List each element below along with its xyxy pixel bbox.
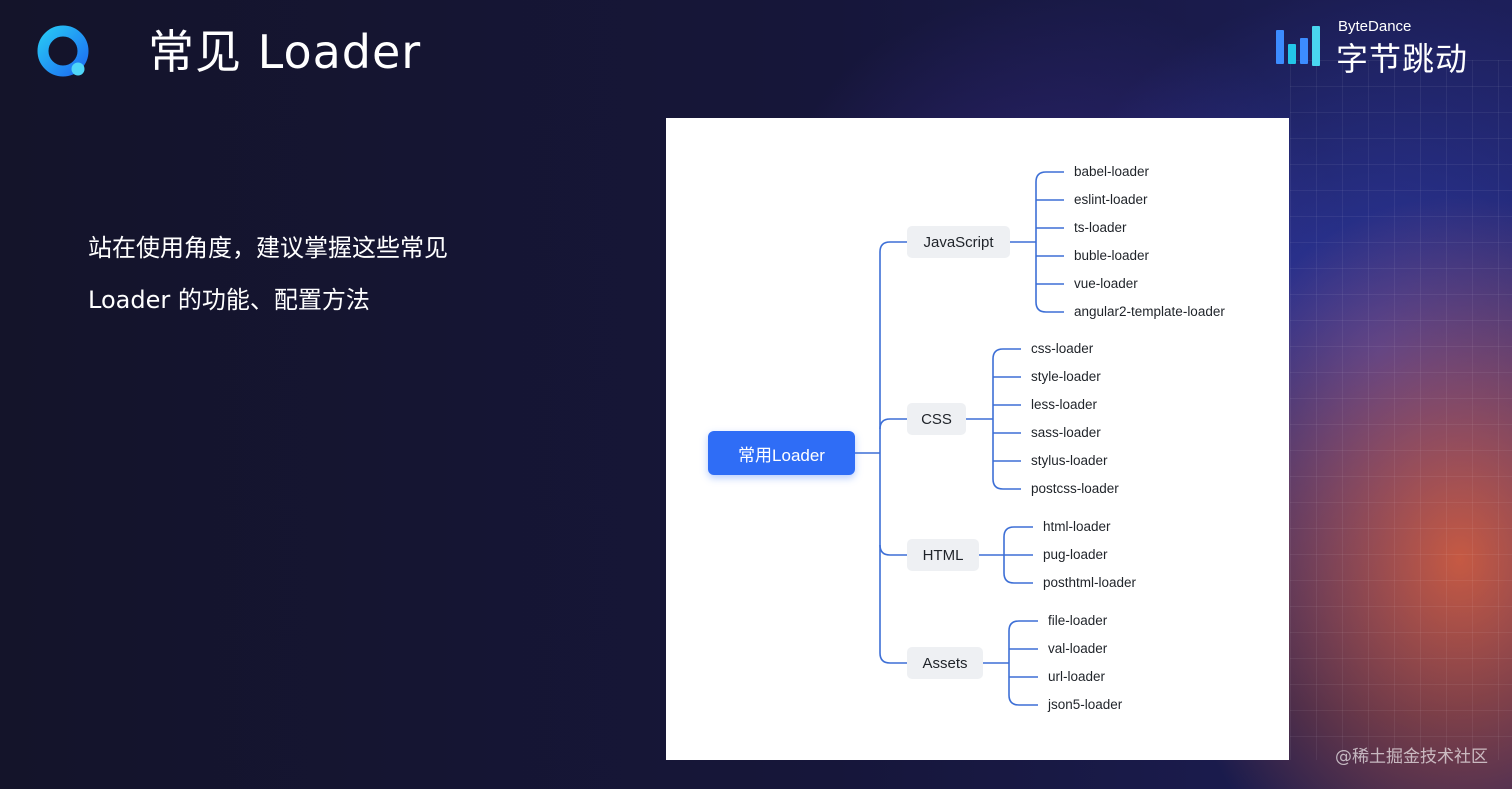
mindmap-category-html: HTML [907, 539, 979, 571]
mindmap-root-node: 常用Loader [708, 431, 855, 475]
mindmap-connectors [855, 171, 1064, 706]
mindmap-leaf-vue-loader: vue-loader [1074, 276, 1138, 291]
watermark: @稀土掘金技术社区 [1335, 747, 1488, 767]
mindmap-category-javascript: JavaScript [907, 226, 1010, 258]
bytedance-mark-icon [1276, 26, 1320, 66]
mindmap-leaf-ts-loader: ts-loader [1074, 220, 1127, 235]
category-connector [879, 544, 907, 556]
brand-name-en: ByteDance [1338, 18, 1412, 35]
loader-mindmap: 常用Loader JavaScript babel-loader eslint-lo… [666, 118, 1289, 760]
slide-title: 常见 Loader [148, 25, 422, 79]
category-connector [879, 418, 907, 430]
bytedance-logo: ByteDance 字节跳动 [1274, 18, 1484, 78]
mindmap-leaf-css-loader: css-loader [1031, 341, 1094, 356]
mindmap-category-assets: Assets [907, 647, 983, 679]
mindmap-leaf-url-loader: url-loader [1048, 669, 1106, 684]
leaf-connector [1003, 572, 1033, 584]
mindmap-leaf-posthtml-loader: posthtml-loader [1043, 575, 1137, 590]
mindmap-leaf-less-loader: less-loader [1031, 397, 1098, 412]
mindmap-leaf-stylus-loader: stylus-loader [1031, 453, 1108, 468]
leaf-connector [1008, 620, 1038, 632]
brand-name-cn: 字节跳动 [1336, 40, 1469, 78]
mindmap-leaf-html-loader: html-loader [1043, 519, 1111, 534]
leaf-connector [1003, 526, 1033, 538]
description-line-2: Loader 的功能、配置方法 [88, 286, 370, 314]
leaf-connector [992, 348, 1021, 360]
mindmap-leaf-pug-loader: pug-loader [1043, 547, 1108, 562]
background-grid [1290, 60, 1512, 760]
mindmap-leaf-babel-loader: babel-loader [1074, 164, 1150, 179]
mindmap-leaf-buble-loader: buble-loader [1074, 248, 1150, 263]
mindmap-leaf-sass-loader: sass-loader [1031, 425, 1101, 440]
mindmap-leaf-postcss-loader: postcss-loader [1031, 481, 1119, 496]
mindmap-leaf-val-loader: val-loader [1048, 641, 1108, 656]
mindmap-leaf-file-loader: file-loader [1048, 613, 1108, 628]
mindmap-category-css: CSS [907, 403, 966, 435]
category-connector [879, 652, 907, 664]
description-line-1: 站在使用角度，建议掌握这些常见 [88, 234, 448, 262]
leaf-connector [1008, 694, 1038, 706]
mindmap-leaf-eslint-loader: eslint-loader [1074, 192, 1148, 207]
slide-description: 站在使用角度，建议掌握这些常见 Loader 的功能、配置方法 [88, 222, 558, 326]
leaf-connector [1035, 301, 1064, 313]
app-logo-icon [36, 24, 92, 80]
leaf-connector [1035, 171, 1064, 183]
leaf-connector [992, 478, 1021, 490]
mindmap-leaf-json5-loader: json5-loader [1048, 697, 1123, 712]
category-connector [879, 241, 907, 253]
mindmap-leaf-angular2-template-loader: angular2-template-loader [1074, 304, 1225, 319]
mindmap-leaf-style-loader: style-loader [1031, 369, 1101, 384]
